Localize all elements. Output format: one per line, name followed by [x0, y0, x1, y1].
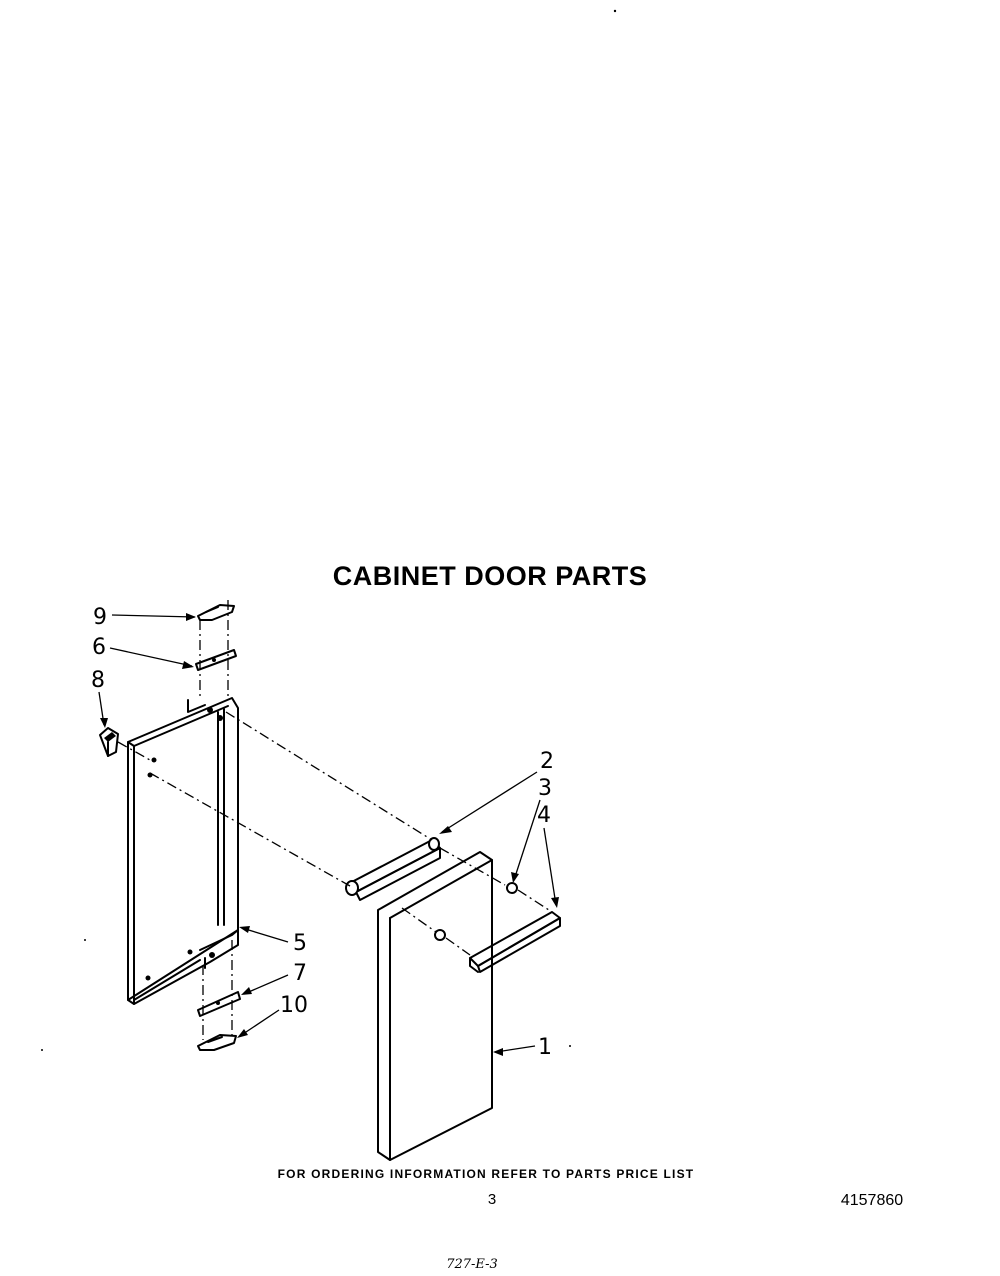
callout-2: 2: [540, 749, 554, 774]
callout-8: 8: [91, 668, 105, 693]
page-number: 3: [488, 1191, 496, 1208]
bottom-hinge-bar-part-7: [197, 991, 241, 1017]
callout-10: 10: [280, 993, 308, 1018]
part-number: 4157860: [841, 1192, 903, 1209]
callout-5: 5: [293, 931, 307, 956]
bottom-hinge-part-10: [197, 1034, 237, 1051]
door-panel-part-1: [377, 851, 493, 1161]
latch-part-8: [99, 727, 119, 757]
assembly-lines: [117, 711, 553, 956]
callout-9: 9: [93, 605, 107, 630]
handwritten-mark: 727-E-3: [446, 1257, 498, 1272]
ordering-note: FOR ORDERING INFORMATION REFER TO PARTS …: [278, 1167, 695, 1181]
door-frame-part-5: [127, 697, 239, 1005]
door-handle-part-4: [469, 911, 561, 973]
callout-7: 7: [293, 961, 307, 986]
callout-4: 4: [537, 803, 551, 828]
handle-bracket-part-2: [345, 837, 441, 901]
callout-6: 6: [92, 635, 106, 660]
callout-3: 3: [538, 776, 552, 801]
top-hinge-bar-part-6: [195, 649, 237, 671]
callout-1: 1: [538, 1035, 552, 1060]
diagram-title: CABINET DOOR PARTS: [333, 561, 648, 591]
scan-dot: [613, 9, 617, 13]
spacer-part-3: [434, 882, 518, 941]
hinge-axis-lines: [199, 600, 233, 1040]
callouts: 9 6 8 2 3 4 5 7 10 1: [91, 605, 559, 1060]
